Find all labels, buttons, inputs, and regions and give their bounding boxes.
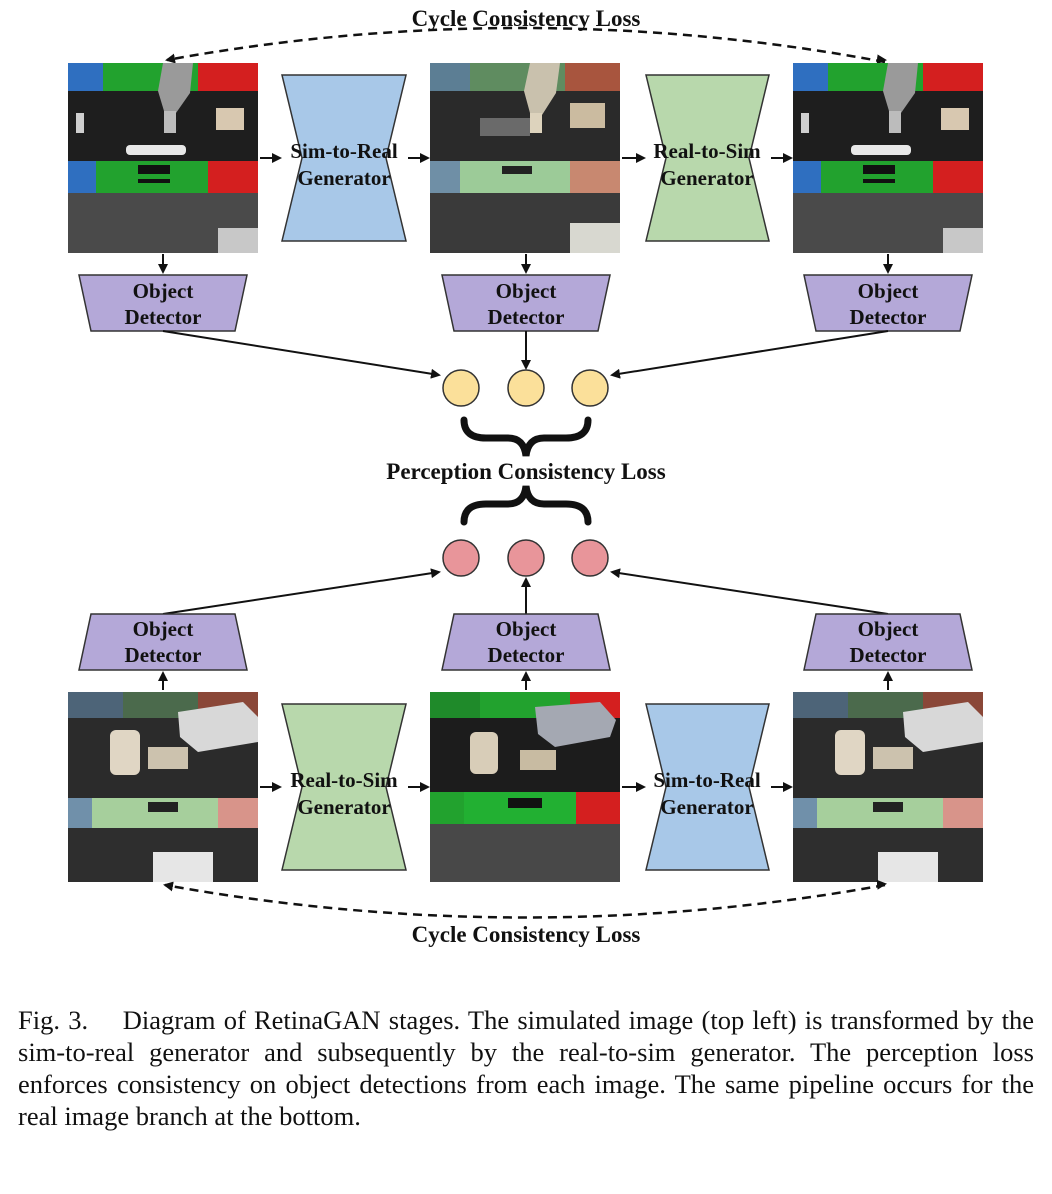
cycle-loss-bottom-label: Cycle Consistency Loss (412, 922, 641, 947)
object-detector-top-left: Object Detector (78, 274, 248, 332)
svg-text:Detector: Detector (850, 305, 927, 329)
figure-caption: Fig. 3. Diagram of RetinaGAN stages. The… (18, 1005, 1034, 1131)
detection-bottom-1 (442, 539, 480, 577)
svg-text:Sim-to-Real: Sim-to-Real (653, 768, 760, 792)
svg-text:Real-to-Sim: Real-to-Sim (290, 768, 398, 792)
cycle-loss-top-arc (165, 26, 886, 64)
brace-bottom (460, 485, 592, 526)
cycle-loss-bottom-arc (163, 881, 886, 919)
real-image-bottom-right (793, 692, 983, 882)
realistic-image-top-middle (430, 63, 620, 253)
svg-text:Generator: Generator (297, 166, 390, 190)
detection-top-3 (571, 369, 609, 407)
svg-text:Detector: Detector (488, 643, 565, 667)
svg-text:Generator: Generator (297, 795, 390, 819)
svg-text:Sim-to-Real: Sim-to-Real (290, 139, 397, 163)
real-image-bottom-left (68, 692, 258, 882)
svg-text:Detector: Detector (125, 643, 202, 667)
retinagan-diagram: Cycle Consistency Loss Sim-to-Real Gener… (68, 6, 983, 947)
sim-image-top-right (793, 63, 983, 253)
sim-image-bottom-middle (430, 692, 620, 882)
sim-to-real-generator-bottom: Sim-to-Real Generator (645, 703, 770, 871)
detection-bottom-2 (507, 539, 545, 577)
detection-bottom-3 (571, 539, 609, 577)
object-detector-top-right: Object Detector (803, 274, 973, 332)
object-detector-bottom-left: Object Detector (78, 613, 248, 671)
real-to-sim-generator-bottom: Real-to-Sim Generator (281, 703, 407, 871)
detection-top-2 (507, 369, 545, 407)
svg-text:Object: Object (858, 279, 919, 303)
svg-text:Real-to-Sim: Real-to-Sim (653, 139, 761, 163)
sim-image-top-left (68, 63, 258, 253)
object-detector-bottom-right: Object Detector (803, 613, 973, 671)
detection-top-1 (442, 369, 480, 407)
svg-text:Detector: Detector (125, 305, 202, 329)
svg-text:Detector: Detector (850, 643, 927, 667)
svg-text:Detector: Detector (488, 305, 565, 329)
svg-text:Generator: Generator (660, 795, 753, 819)
svg-text:Object: Object (858, 617, 919, 641)
svg-text:Generator: Generator (660, 166, 753, 190)
object-detector-bottom-middle: Object Detector (441, 613, 611, 671)
perception-loss-label: Perception Consistency Loss (386, 459, 665, 484)
svg-text:Object: Object (496, 617, 557, 641)
svg-text:Object: Object (133, 279, 194, 303)
svg-text:Object: Object (496, 279, 557, 303)
svg-text:Object: Object (133, 617, 194, 641)
brace-top (460, 416, 592, 457)
object-detector-top-middle: Object Detector (441, 274, 611, 332)
real-to-sim-generator-top: Real-to-Sim Generator (645, 74, 770, 242)
sim-to-real-generator-top: Sim-to-Real Generator (281, 74, 407, 242)
